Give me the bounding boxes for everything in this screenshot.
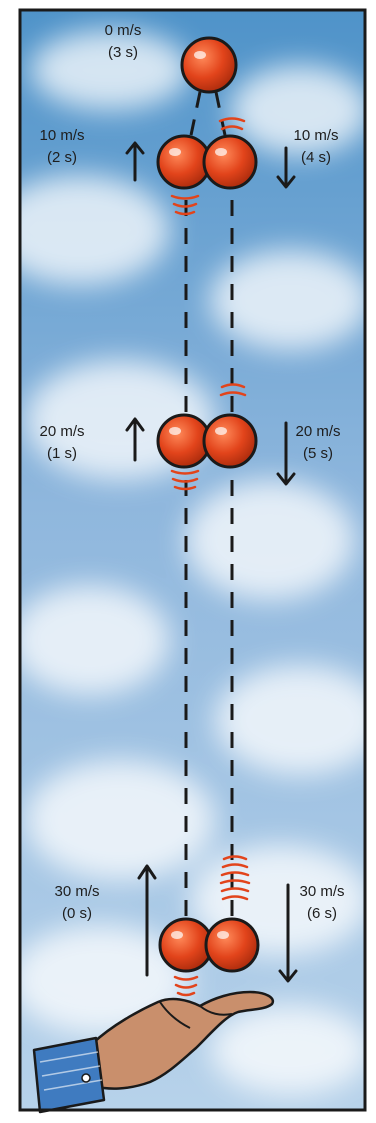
ball-up-1 <box>158 136 210 188</box>
down-speed-label-1: 10 m/s <box>293 127 338 144</box>
top-time-label: (3 s) <box>108 44 138 61</box>
down-time-label-1: (4 s) <box>301 149 331 166</box>
ball-up-2 <box>158 415 210 467</box>
down-time-label-2: (5 s) <box>303 445 333 462</box>
ball-down-2 <box>204 415 256 467</box>
up-speed-label-2: 20 m/s <box>39 423 84 440</box>
down-time-label-3: (6 s) <box>307 905 337 922</box>
ball-down-1 <box>204 136 256 188</box>
top-speed-label: 0 m/s <box>105 22 142 39</box>
up-speed-label-3: 30 m/s <box>54 883 99 900</box>
ball-up-3 <box>160 919 212 971</box>
up-time-label-3: (0 s) <box>62 905 92 922</box>
up-time-label-1: (2 s) <box>47 149 77 166</box>
down-speed-label-2: 20 m/s <box>295 423 340 440</box>
down-speed-label-3: 30 m/s <box>299 883 344 900</box>
ball-top <box>182 38 236 92</box>
up-time-label-2: (1 s) <box>47 445 77 462</box>
cuff-button <box>82 1074 90 1082</box>
ball-down-3 <box>206 919 258 971</box>
up-speed-label-1: 10 m/s <box>39 127 84 144</box>
